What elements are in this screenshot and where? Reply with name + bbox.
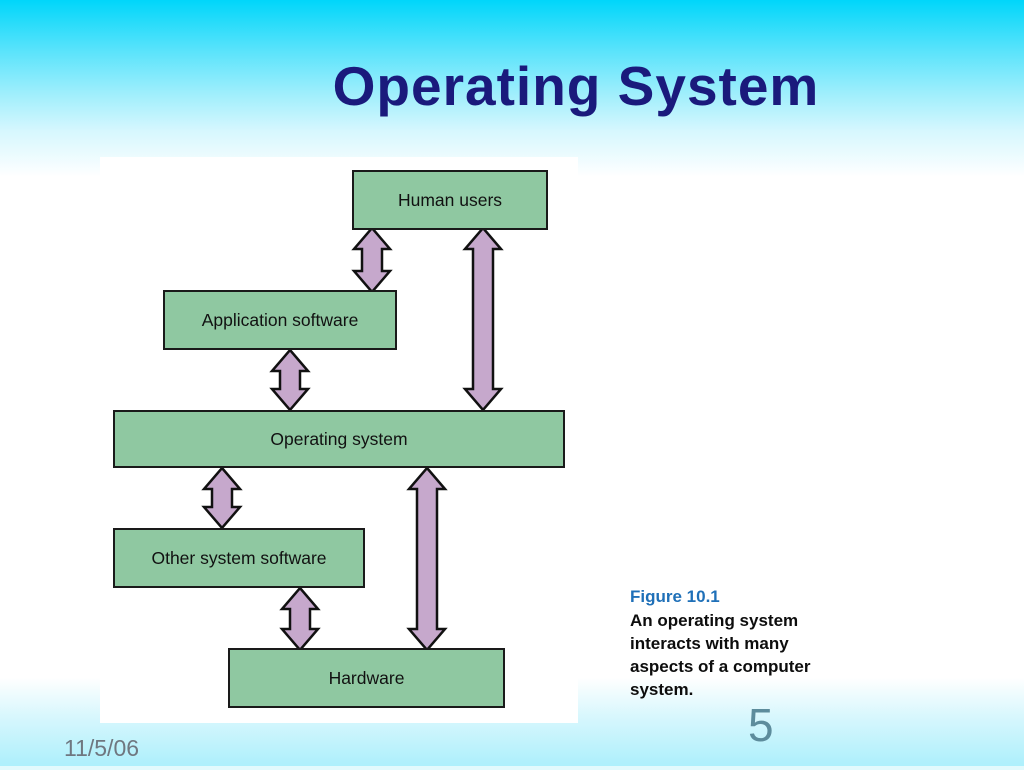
diagram-box-label: Application software xyxy=(201,309,359,330)
diagram-box-label: Human users xyxy=(397,189,503,210)
double-arrow-other-system-software-hardware xyxy=(279,586,321,652)
diagram-panel: Human users Application software Operati… xyxy=(100,157,578,723)
diagram-box-application-software: Application software xyxy=(163,290,397,350)
double-arrow-human-users-application-software xyxy=(351,226,393,294)
slide-page-number: 5 xyxy=(748,699,774,751)
diagram-box-other-system-software: Other system software xyxy=(113,528,365,588)
diagram-box-label: Operating system xyxy=(270,428,408,449)
figure-caption: Figure 10.1 An operating system interact… xyxy=(630,585,835,701)
diagram-box-operating-system: Operating system xyxy=(113,410,565,468)
double-arrow-human-users-operating-system xyxy=(462,226,504,412)
double-arrow-operating-system-other-system-software xyxy=(201,466,243,530)
bottom-strip xyxy=(0,766,1024,770)
double-arrow-operating-system-hardware xyxy=(406,466,448,652)
figure-caption-label: Figure 10.1 xyxy=(630,587,720,606)
arrow-layer xyxy=(201,226,504,652)
slide-date: 11/5/06 xyxy=(64,735,140,761)
diagram-box-label: Hardware xyxy=(328,667,405,688)
diagram-box-hardware: Hardware xyxy=(228,648,505,708)
diagram-box-human-users: Human users xyxy=(352,170,548,230)
figure-caption-text: An operating system interacts with many … xyxy=(630,611,811,699)
diagram-box-label: Other system software xyxy=(151,547,327,568)
double-arrow-application-software-operating-system xyxy=(269,348,311,412)
page-title: Operating System xyxy=(332,55,820,117)
